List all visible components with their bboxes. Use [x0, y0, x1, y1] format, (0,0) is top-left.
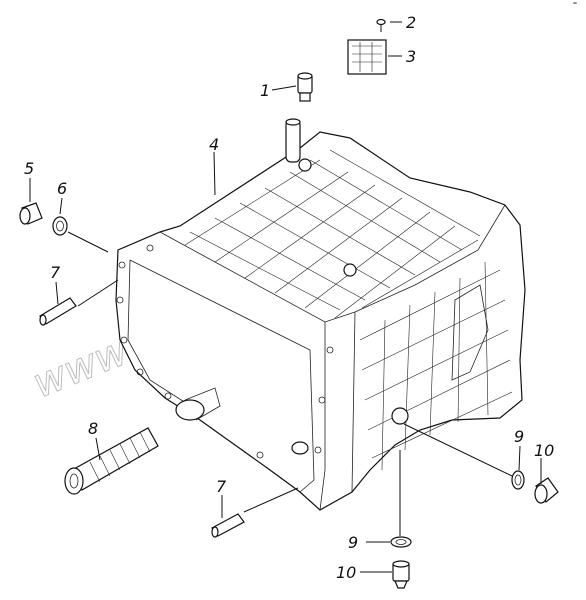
gearbox-housing — [115, 118, 526, 511]
breather-plug — [297, 72, 313, 102]
dowel-pin-upper — [39, 297, 77, 326]
label-5: 5 — [24, 159, 34, 178]
corner-mark: ˉ — [572, 1, 578, 15]
nameplate — [347, 39, 387, 75]
label-9-bottom: 9 — [348, 533, 358, 552]
label-7-lower: 7 — [216, 477, 227, 496]
label-10-right: 10 — [534, 441, 554, 460]
label-3: 3 — [406, 47, 416, 66]
leader-lines — [29, 21, 542, 573]
sealing-ring-left — [52, 216, 68, 236]
label-7-upper: 7 — [50, 263, 61, 282]
label-9-right: 9 — [514, 427, 524, 446]
label-6: 6 — [57, 179, 67, 198]
label-10-bottom: 10 — [336, 563, 356, 582]
drain-plug-right — [534, 477, 559, 504]
drain-plug-bottom — [392, 560, 410, 589]
plug-left — [19, 202, 43, 225]
label-4: 4 — [209, 135, 219, 154]
label-2: 2 — [406, 13, 416, 32]
label-1: 1 — [260, 81, 270, 100]
dowel-pin-lower — [211, 513, 245, 538]
label-8: 8 — [88, 419, 98, 438]
sealing-washer-bottom — [390, 536, 412, 548]
sealing-washer-right — [511, 470, 525, 490]
screw — [376, 18, 386, 32]
oil-filter-screen — [64, 427, 159, 495]
